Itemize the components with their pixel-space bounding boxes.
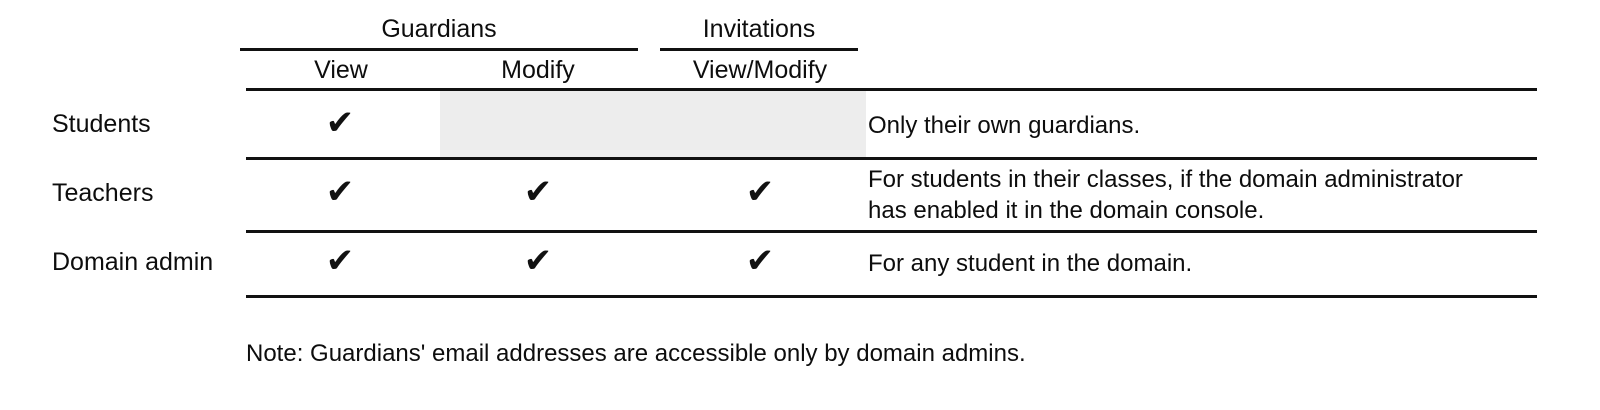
row-description-teachers: For students in their classes, if the do… <box>868 166 1463 224</box>
column-group-header-guardians: Guardians <box>381 15 497 43</box>
column-header-invitations-view-modify: View/Modify <box>692 56 828 84</box>
table-rule-row-teachers-bottom <box>246 230 1537 233</box>
row-label-students: Students <box>52 110 151 138</box>
checkmark-domain-admin-guardians-modify: ✔ <box>523 241 553 281</box>
checkmark-students-guardians-view: ✔ <box>325 103 355 143</box>
checkmark-domain-admin-guardians-view: ✔ <box>325 241 355 281</box>
column-header-guardians-modify: Modify <box>501 56 575 84</box>
row-label-domain-admin: Domain admin <box>52 248 214 276</box>
shaded-cell-students-unavailable <box>440 91 866 157</box>
checkmark-domain-admin-invitations-view-modify: ✔ <box>745 241 775 281</box>
row-label-teachers: Teachers <box>52 179 154 207</box>
checkmark-teachers-guardians-view: ✔ <box>325 172 355 212</box>
table-rule-row-domain-admin-bottom <box>246 295 1537 298</box>
row-description-students: Only their own guardians. <box>868 112 1141 139</box>
column-header-guardians-view: View <box>314 56 368 84</box>
column-group-rule-invitations <box>660 48 858 51</box>
table-rule-header-bottom <box>246 88 1537 91</box>
checkmark-teachers-invitations-view-modify: ✔ <box>745 172 775 212</box>
column-group-rule-guardians <box>240 48 638 51</box>
row-description-domain-admin: For any student in the domain. <box>868 250 1193 277</box>
checkmark-teachers-guardians-modify: ✔ <box>523 172 553 212</box>
table-rule-row-students-bottom <box>246 157 1537 160</box>
column-group-header-invitations: Invitations <box>702 15 816 43</box>
table-footnote: Note: Guardians' email addresses are acc… <box>246 340 1026 367</box>
